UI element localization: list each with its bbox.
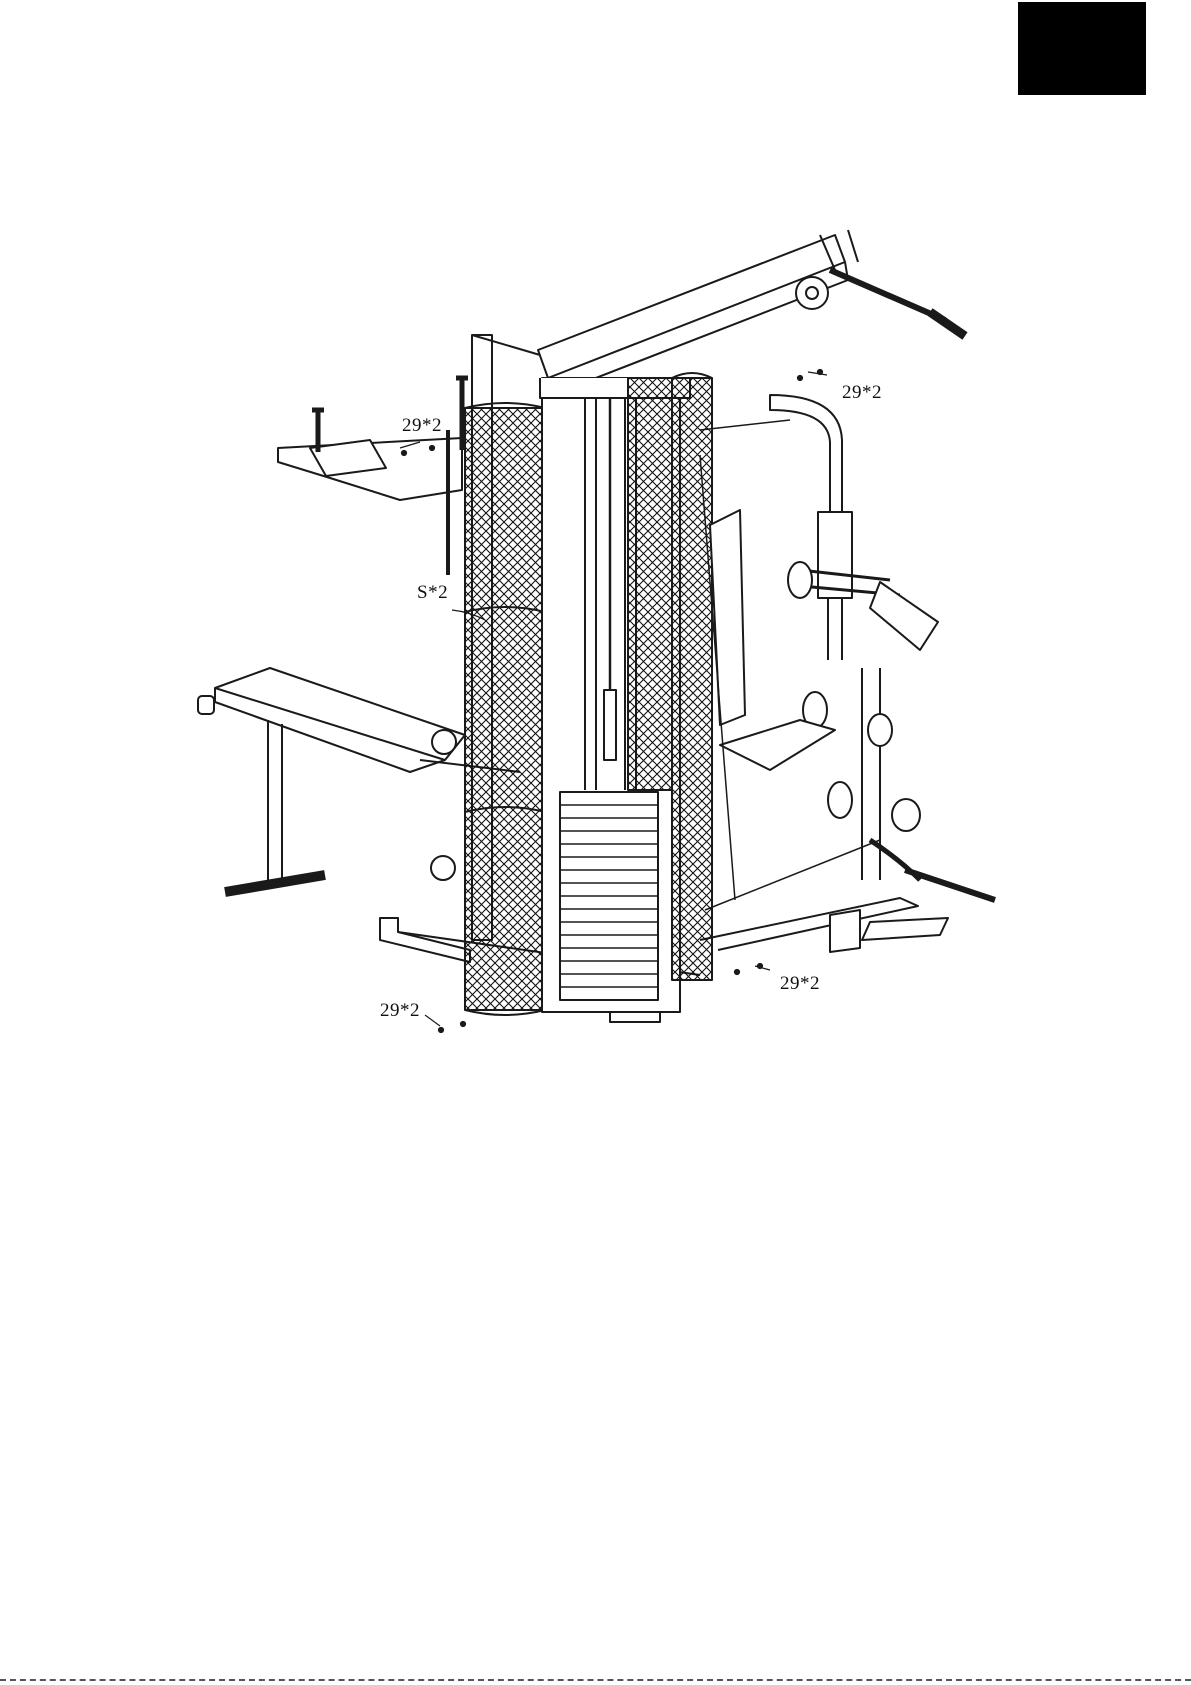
callout-s2-middle-left: S*2 <box>417 582 448 604</box>
callout-29x2-bottom-right: 29*2 <box>780 973 820 995</box>
callout-29x2-top-right: 29*2 <box>842 382 882 404</box>
callout-29x2-bottom-left: 29*2 <box>380 1000 420 1022</box>
mesh-shroud-left <box>465 403 545 1015</box>
right-press-arm <box>720 395 995 900</box>
top-beam <box>538 235 848 395</box>
page-bottom-rule <box>0 1679 1191 1681</box>
dip-arm <box>278 378 468 575</box>
callout-29x2-upper-left: 29*2 <box>402 415 442 437</box>
back-pad <box>710 510 745 725</box>
